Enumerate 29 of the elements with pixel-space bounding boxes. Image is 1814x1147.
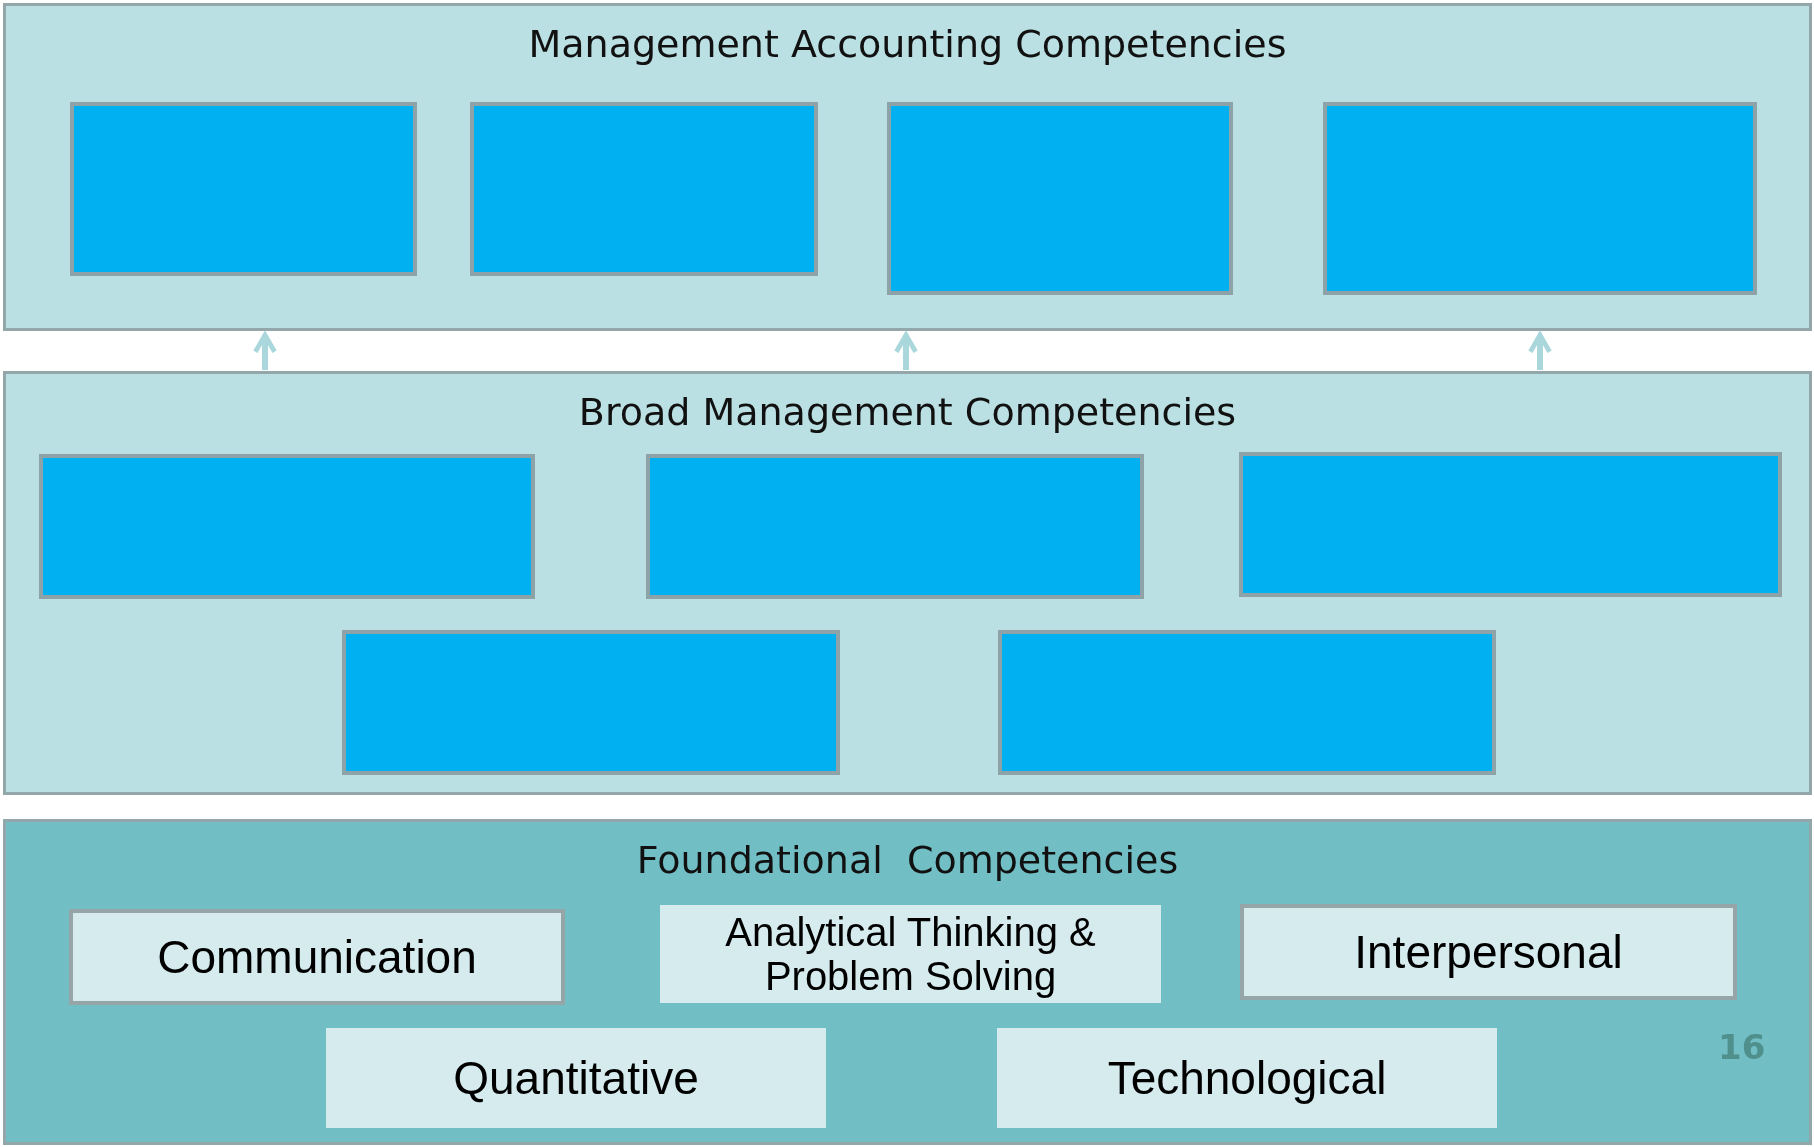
competency-box (326, 1028, 826, 1128)
competency-box (660, 905, 1161, 1003)
empty-box (470, 102, 818, 276)
empty-box (39, 454, 535, 599)
competency-label: Quantitative (452, 1052, 700, 1104)
arrow (253, 332, 277, 370)
competency-label: Analytical Thinking & Problem Solving (724, 910, 1097, 998)
empty-box (1239, 452, 1782, 597)
competency-label: Technological (1106, 1052, 1388, 1104)
page-number: 16 (1718, 1026, 1766, 1069)
competency-label: Communication (156, 931, 478, 983)
competency-box (1240, 904, 1737, 1000)
competency-box (69, 909, 565, 1005)
competency-band (3, 371, 1812, 795)
competency-band (3, 819, 1812, 1145)
competency-band (3, 3, 1812, 331)
empty-box (1323, 102, 1757, 295)
competency-box (997, 1028, 1497, 1128)
band-title: Broad Management Competencies (577, 389, 1238, 436)
empty-box (646, 454, 1144, 599)
band-title: Foundational Competencies (635, 837, 1180, 884)
empty-box (887, 102, 1233, 295)
arrow (1528, 332, 1552, 370)
empty-box (70, 102, 417, 276)
empty-box (342, 630, 840, 775)
empty-box (998, 630, 1496, 775)
competency-label: Interpersonal (1353, 926, 1624, 978)
band-title: Management Accounting Competencies (527, 21, 1288, 68)
arrow (894, 332, 918, 370)
